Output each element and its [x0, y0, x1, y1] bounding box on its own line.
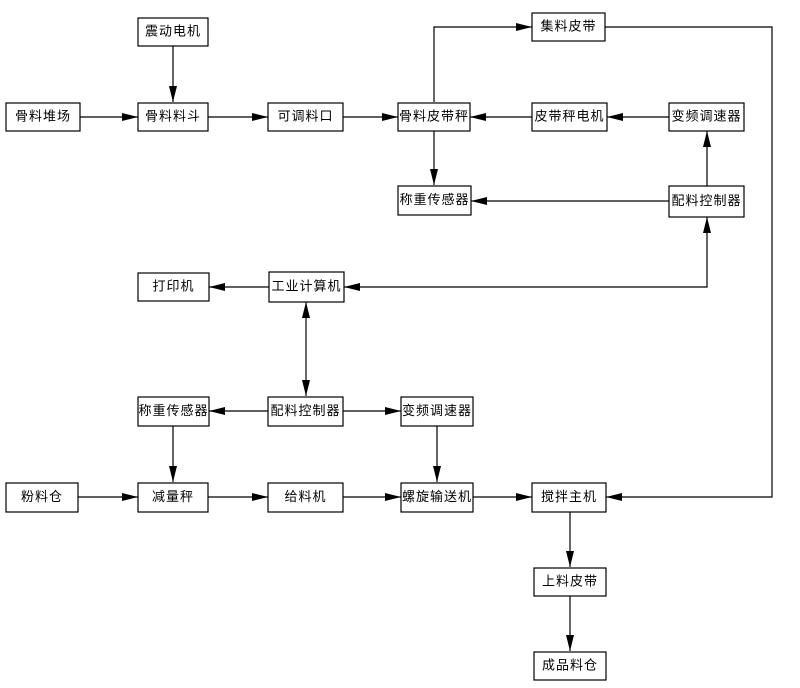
node-batch-controller-lower: 配料控制器	[267, 396, 344, 427]
node-aggregate-yard: 骨料堆场	[5, 102, 81, 132]
node-label: 螺旋输送机	[402, 489, 472, 505]
node-vibration-motor: 震动电机	[137, 17, 209, 47]
node-screw-conveyor: 螺旋输送机	[400, 482, 474, 513]
node-adjustable-outlet: 可调料口	[267, 102, 344, 132]
node-batch-controller-upper: 配料控制器	[668, 185, 745, 218]
node-belt-scale-motor: 皮带秤电机	[531, 102, 608, 132]
node-loading-belt: 上料皮带	[533, 567, 607, 597]
node-powder-silo: 粉料仓	[5, 482, 79, 513]
node-label: 搅拌主机	[541, 489, 597, 505]
node-label: 震动电机	[145, 25, 201, 40]
node-label: 称重传感器	[399, 192, 469, 208]
node-label: 称重传感器	[138, 403, 208, 419]
node-collecting-belt: 集料皮带	[531, 12, 606, 42]
node-label: 上料皮带	[542, 575, 598, 590]
node-load-cell-upper: 称重传感器	[397, 185, 472, 216]
node-label: 工业计算机	[271, 280, 341, 295]
node-feeder: 给料机	[267, 482, 344, 513]
node-label: 配料控制器	[270, 404, 340, 419]
node-label: 配料控制器	[671, 194, 741, 209]
node-label: 骨料料斗	[145, 110, 201, 125]
node-label: 减量秤	[152, 490, 194, 505]
node-vfd-upper: 变频调速器	[668, 102, 745, 132]
arrow-computer-controller-upper-link	[344, 217, 711, 291]
node-aggregate-hopper: 骨料料斗	[137, 102, 209, 132]
node-label: 皮带秤电机	[534, 110, 604, 125]
node-label: 骨料堆场	[15, 110, 71, 125]
node-finished-silo: 成品料仓	[533, 651, 607, 681]
node-label: 骨料皮带秤	[399, 110, 469, 125]
node-label: 集料皮带	[540, 19, 596, 35]
connectors	[78, 23, 773, 651]
node-industrial-computer: 工业计算机	[268, 271, 345, 303]
node-label: 给料机	[284, 490, 326, 505]
node-printer: 打印机	[137, 272, 210, 302]
node-label: 可调料口	[277, 110, 333, 125]
node-load-cell-lower: 称重传感器	[137, 396, 210, 427]
node-main-mixer: 搅拌主机	[531, 482, 607, 513]
node-label: 变频调速器	[671, 109, 741, 125]
arrow-belt-scale-to-collecting-belt	[433, 23, 532, 102]
nodes: 震动电机 骨料堆场 骨料料斗 可调料口 骨料皮带秤 集料皮带 皮带秤电机 变频	[5, 12, 745, 681]
node-vfd-lower: 变频调速器	[400, 396, 474, 427]
node-label: 打印机	[152, 280, 194, 295]
node-label: 成品料仓	[542, 659, 598, 674]
node-label: 变频调速器	[402, 403, 472, 419]
node-aggregate-belt-scale: 骨料皮带秤	[397, 102, 471, 132]
node-loss-in-weight-scale: 减量秤	[137, 482, 209, 513]
node-label: 粉料仓	[21, 490, 63, 505]
arrow-collecting-belt-to-mixer	[605, 26, 773, 501]
